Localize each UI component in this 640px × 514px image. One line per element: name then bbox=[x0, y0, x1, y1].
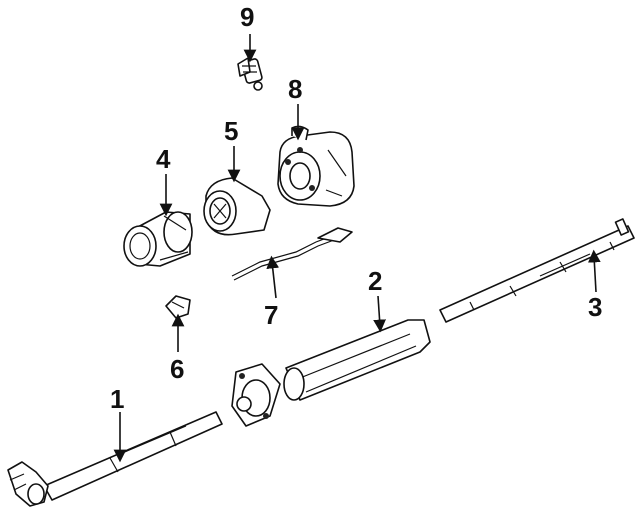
part-5-cover bbox=[203, 177, 271, 236]
part-9-bulb bbox=[237, 57, 263, 91]
callout-3: 3 bbox=[588, 292, 602, 322]
part-8-lock-housing bbox=[277, 125, 355, 207]
leader-7 bbox=[266, 255, 280, 299]
callout-6: 6 bbox=[170, 354, 184, 384]
callout-4: 4 bbox=[156, 144, 171, 174]
leader-2 bbox=[373, 295, 386, 333]
callout-7: 7 bbox=[264, 300, 278, 330]
part-7-rod bbox=[231, 227, 353, 281]
part-6-bracket bbox=[165, 295, 191, 319]
part-3-upper-shaft bbox=[439, 218, 635, 323]
part-1-lower-shaft bbox=[7, 411, 223, 507]
callout-1: 1 bbox=[110, 384, 124, 414]
callout-5: 5 bbox=[224, 116, 238, 146]
callout-8: 8 bbox=[288, 74, 302, 104]
part-4-sleeve bbox=[123, 211, 193, 267]
callout-2: 2 bbox=[368, 266, 382, 296]
part-2-column-jacket bbox=[231, 319, 431, 427]
leader-3 bbox=[587, 249, 601, 293]
callout-9: 9 bbox=[240, 2, 254, 32]
